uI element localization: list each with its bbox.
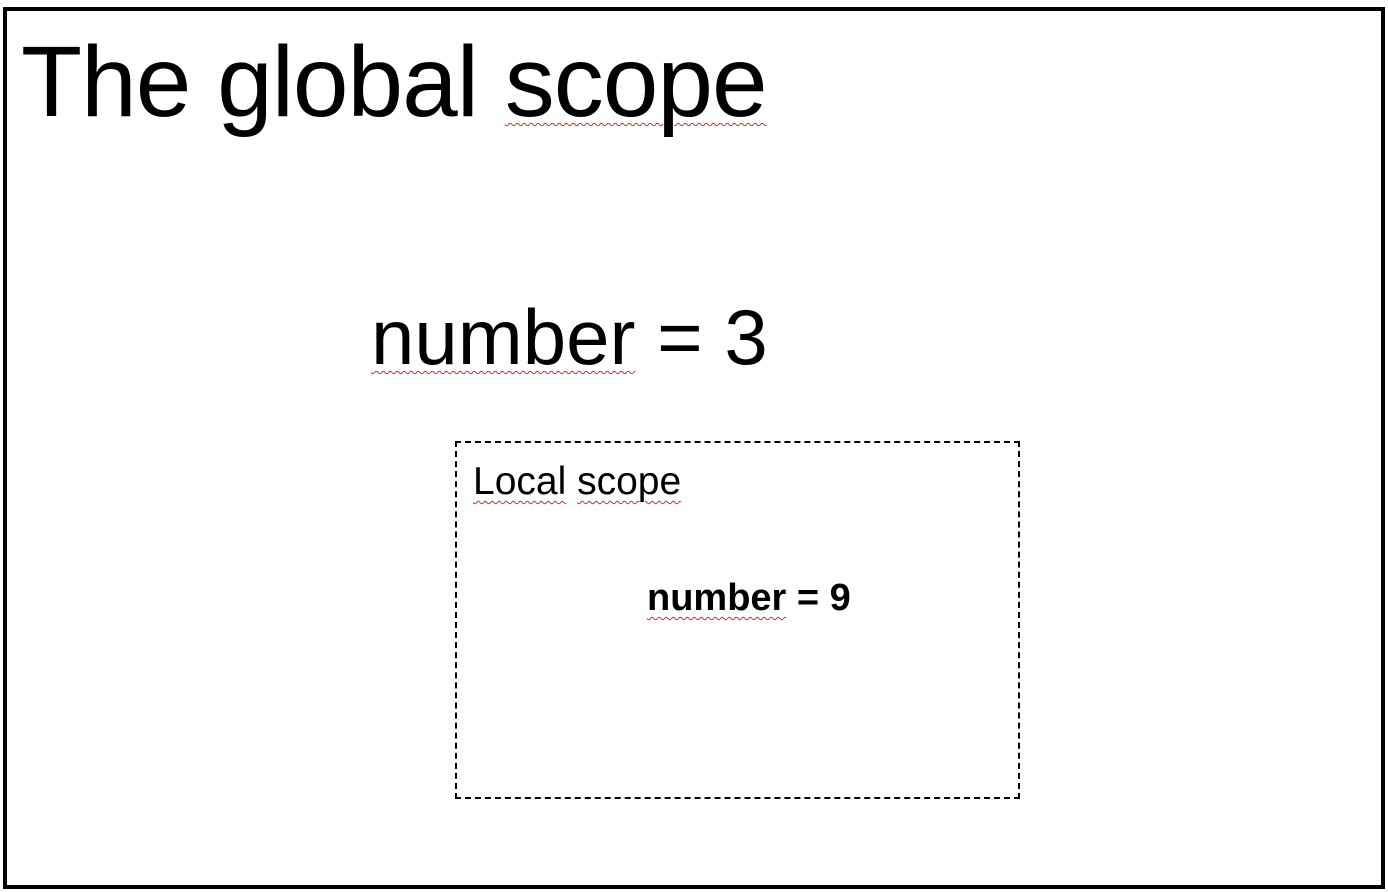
local-label-word1: Local bbox=[473, 460, 567, 503]
slide-title: The global scope bbox=[21, 17, 768, 147]
local-label-word2: scope bbox=[577, 460, 682, 503]
local-variable-statement: number = 9 bbox=[647, 573, 851, 623]
global-variable-name: number bbox=[371, 293, 636, 381]
local-variable-name: number bbox=[647, 577, 787, 619]
global-variable-assignment: = 3 bbox=[635, 293, 768, 381]
title-text-flagged: scope bbox=[504, 26, 768, 138]
title-text-plain: The global bbox=[21, 26, 479, 138]
slide-canvas: The global scope number = 3 Local scope … bbox=[3, 7, 1385, 889]
local-variable-assignment: = 9 bbox=[786, 577, 851, 619]
local-scope-box: Local scope number = 9 bbox=[455, 441, 1020, 799]
global-variable-statement: number = 3 bbox=[371, 287, 768, 387]
local-scope-label: Local scope bbox=[473, 457, 681, 507]
